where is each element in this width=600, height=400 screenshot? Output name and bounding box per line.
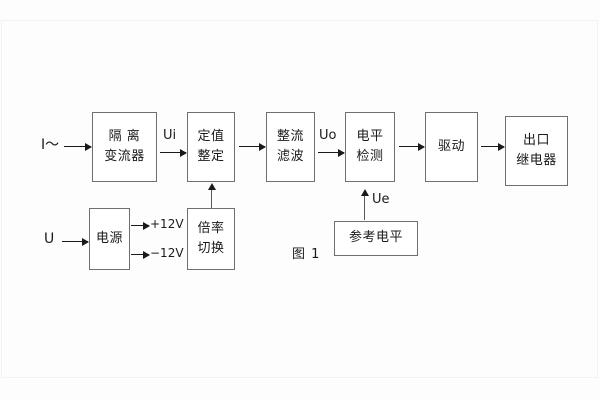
arrow-level-detect-to-drive	[399, 142, 425, 151]
block-isolation-ct: 隔 离 变流器	[92, 112, 157, 182]
block-multiplier-switch-line1: 倍率	[197, 220, 225, 236]
block-rectify-filter: 整流 滤波	[266, 112, 315, 182]
block-multiplier-switch: 倍率 切换	[187, 208, 235, 270]
signal-ue-label: Ue	[372, 192, 390, 207]
arrow-reference-to-level-detect	[360, 189, 369, 220]
figure-caption: 图 1	[292, 247, 321, 262]
arrow-current-to-isolation	[64, 142, 92, 151]
arrow-voltage-to-power-supply	[62, 237, 89, 246]
signal-ui-label: Ui	[163, 128, 177, 143]
block-reference-level-line1: 参考电平	[348, 230, 403, 246]
block-setting-line2: 整定	[197, 149, 225, 164]
signal-neg12v-label: −12V	[150, 246, 184, 260]
arrow-multiplier-to-setting	[207, 183, 216, 208]
input-current-label: I～	[41, 137, 60, 153]
arrow-drive-to-output-relay	[481, 142, 505, 151]
block-reference-level: 参考电平	[334, 221, 418, 256]
block-setting-line1: 定值	[197, 128, 225, 144]
arrow-rectify-to-level-detect	[318, 148, 345, 157]
block-isolation-ct-line1: 隔 离	[108, 128, 141, 144]
block-rectify-filter-line1: 整流	[276, 128, 304, 144]
block-level-detect-line1: 电平	[356, 128, 384, 144]
page-border	[1, 20, 598, 378]
signal-uo-label: Uo	[319, 128, 337, 143]
block-output-relay-line1: 出口	[522, 132, 550, 148]
block-drive-line1: 驱动	[437, 138, 465, 154]
input-voltage-label: U	[44, 231, 55, 247]
arrow-isolation-to-setting	[160, 148, 187, 157]
block-multiplier-switch-line2: 切换	[197, 241, 225, 256]
block-level-detect-line2: 检测	[356, 149, 384, 164]
block-setting: 定值 整定	[187, 112, 235, 182]
block-drive: 驱动	[425, 112, 478, 182]
block-level-detect: 电平 检测	[345, 112, 395, 182]
arrow-power-supply-pos12v	[131, 221, 150, 230]
arrow-power-supply-neg12v	[131, 250, 150, 259]
block-rectify-filter-line2: 滤波	[276, 149, 304, 164]
signal-pos12v-label: +12V	[150, 217, 184, 231]
block-power-supply: 电源	[89, 208, 130, 270]
block-output-relay: 出口 继电器	[505, 116, 568, 186]
block-power-supply-line1: 电源	[95, 230, 123, 246]
arrow-setting-to-rectify	[239, 142, 266, 151]
block-output-relay-line2: 继电器	[516, 153, 557, 168]
block-isolation-ct-line2: 变流器	[104, 149, 145, 164]
